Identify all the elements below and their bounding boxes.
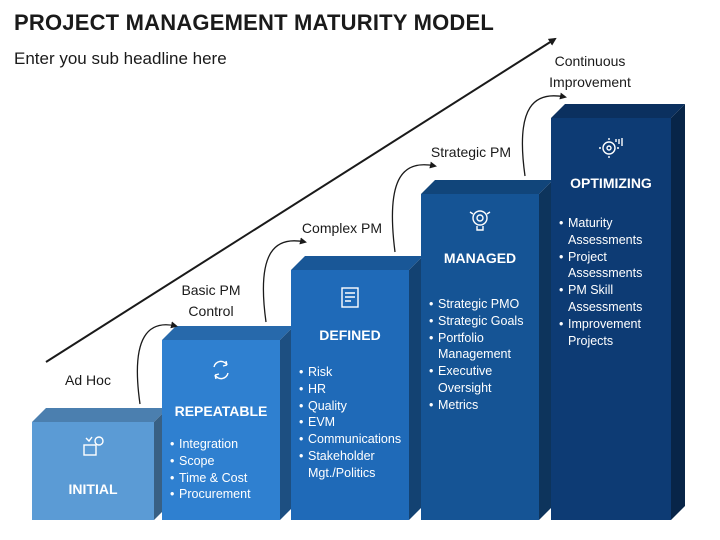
stage-label-line: Ad Hoc [65,372,111,388]
bullet-item: HR [299,381,405,398]
bullet-item: Risk [299,364,405,381]
bullet-item: Project Assessments [559,249,667,283]
bullet-item: Improvement Projects [559,316,667,350]
bullet-item: Communications [299,431,405,448]
bullet-item: Maturity Assessments [559,215,667,249]
bullet-item: EVM [299,414,405,431]
bullet-item: Strategic PMO [429,296,535,313]
step-bullet-list: Strategic PMOStrategic GoalsPortfolio Ma… [429,296,535,414]
step-side-face [539,180,553,520]
step-front-face [32,422,154,520]
step-side-face [671,104,685,520]
stage-label-line: Basic PM [181,282,241,298]
bullet-item: Portfolio Management [429,330,535,364]
stage-label: Ad Hoc [28,370,148,391]
bullet-item: Integration [170,436,276,453]
bullet-item: Strategic Goals [429,313,535,330]
step-top-face [291,256,423,270]
step-side-face [280,326,294,520]
curved-arrow [136,321,178,405]
bullet-item: Executive Oversight [429,363,535,397]
stage-label: Strategic PM [411,142,531,163]
step-top-face [421,180,553,194]
bullet-item: PM Skill Assessments [559,282,667,316]
target-bulb-icon [469,210,491,231]
bullet-item: Quality [299,398,405,415]
gear-chart-icon [599,138,623,158]
stage-label-line: Improvement [549,74,631,90]
step-block-initial [32,408,168,520]
stage-label-line: Continuous [554,53,626,69]
step-bullet-list: Maturity AssessmentsProject AssessmentsP… [559,215,667,349]
step-title: REPEATABLE [174,403,268,419]
stage-label: Complex PM [282,218,402,239]
stage-label-line: Strategic PM [430,144,512,160]
stage-label: Basic PM Control [151,280,271,322]
step-top-face [551,104,685,118]
step-top-face [32,408,168,422]
step-title: OPTIMIZING [570,175,652,191]
step-bullet-list: IntegrationScopeTime & CostProcurement [170,436,276,503]
curved-arrow [262,237,307,323]
stage-label-line: Control [188,303,234,319]
curved-arrow [521,92,567,177]
bullet-item: Time & Cost [170,470,276,487]
step-title: DEFINED [319,327,381,343]
step-side-face [409,256,423,520]
page-title: PROJECT MANAGEMENT MATURITY MODEL [14,10,495,35]
step-top-face [162,326,294,340]
page-subtitle: Enter you sub headline here [14,49,227,68]
step-title: INITIAL [68,481,118,497]
checklist-icon [341,287,359,308]
bullet-item: Procurement [170,486,276,503]
curved-arrow [391,161,437,253]
step-title: MANAGED [443,250,517,266]
idea-box-icon [83,436,104,456]
cycle-arrows-icon [213,360,229,380]
step-bullet-list: RiskHRQualityEVMCommunicationsStakeholde… [299,364,405,482]
bullet-item: Metrics [429,397,535,414]
bullet-item: Scope [170,453,276,470]
stage-label-line: Complex PM [301,220,383,236]
bullet-item: Stakeholder Mgt./Politics [299,448,405,482]
maturity-trend-arrow [45,37,557,363]
